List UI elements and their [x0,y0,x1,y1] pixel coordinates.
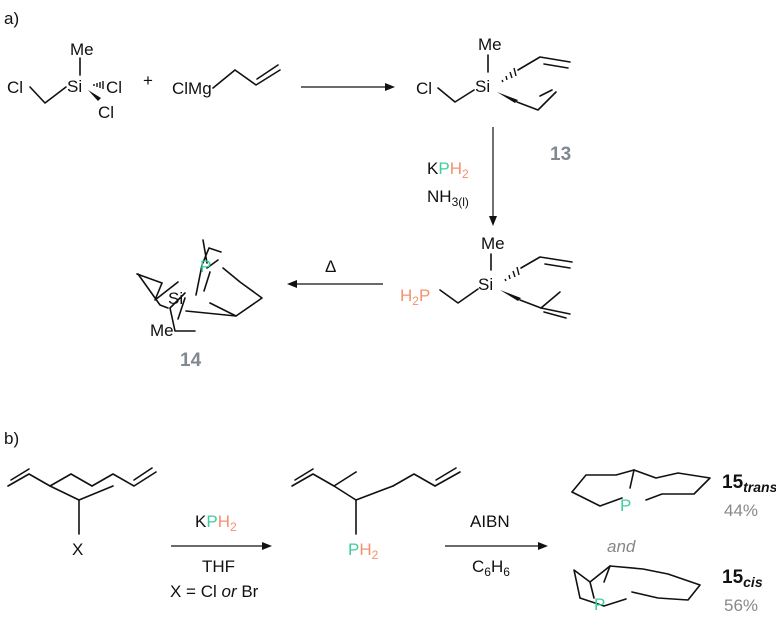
atom-me: Me [481,234,505,253]
atom-me: Me [478,35,502,54]
heat-delta: Δ [325,257,336,276]
reaction-arrow [445,542,548,550]
panel-label-b: b) [4,429,19,448]
atom-x: X [72,540,83,559]
solvent-thf: THF [202,557,235,576]
panel-label-a: a) [4,9,19,28]
yield-trans: 44% [724,501,758,520]
atom-cl: Cl [98,103,114,122]
svg-text:H2P: H2P [400,286,430,308]
atom-si: Si [67,77,82,96]
atom-p: P [200,257,211,276]
reagent-nh3-liquid: NH3(l) [427,187,469,209]
reaction-arrow [171,542,272,550]
secondary-phosphine: PH2 [291,467,461,562]
compound-14-structure: P Si Me 14 [136,239,263,371]
compound-15-trans-structure: P [571,469,711,515]
atom-p: P [594,595,605,614]
substituent-definition: X = Cl or Br [170,582,259,601]
svg-text:PH2: PH2 [348,540,379,562]
atom-si: Si [168,289,183,308]
reagent-kph2: KPH2 [427,159,469,181]
compound-14-number: 14 [180,350,202,371]
phosphinomethyl-diallylmethylsilane: H2P Si Me [400,234,573,319]
atom-cl: Cl [7,78,23,97]
reaction-arrow [489,127,497,226]
compound-13-number: 13 [550,144,571,165]
yield-cis: 56% [724,596,758,615]
dienyl-halide-substrate: X [7,467,157,559]
atom-si: Si [478,275,493,294]
svg-text:KPH2: KPH2 [427,159,469,181]
chloromethyl-dichloromethylsilane: Cl Si Me Cl Cl [7,40,122,122]
reaction-arrow [287,280,383,288]
compound-13-structure: Cl Si Me 13 [416,35,571,165]
atom-si: Si [475,77,490,96]
atom-cl: Cl [416,79,432,98]
compound-15-trans-number: 15trans [722,472,776,495]
solvent-benzene: C6H6 [472,557,510,579]
and-label: and [607,537,636,556]
atom-p: P [620,496,631,515]
reaction-arrow [301,83,395,91]
atom-me: Me [150,321,174,340]
atom-clmg: ClMg [172,79,212,98]
compound-15-cis-number: 15cis [722,567,763,590]
compound-15-cis-structure: P [573,565,701,614]
svg-text:KPH2: KPH2 [195,512,237,534]
svg-text:NH3(l): NH3(l) [427,187,469,209]
atom-cl: Cl [106,78,122,97]
plus-sign: + [143,71,153,90]
allylmagnesium-chloride: ClMg [172,64,281,98]
atom-me: Me [70,40,94,59]
reagent-kph2: KPH2 [195,512,237,534]
initiator-aibn: AIBN [470,512,510,531]
